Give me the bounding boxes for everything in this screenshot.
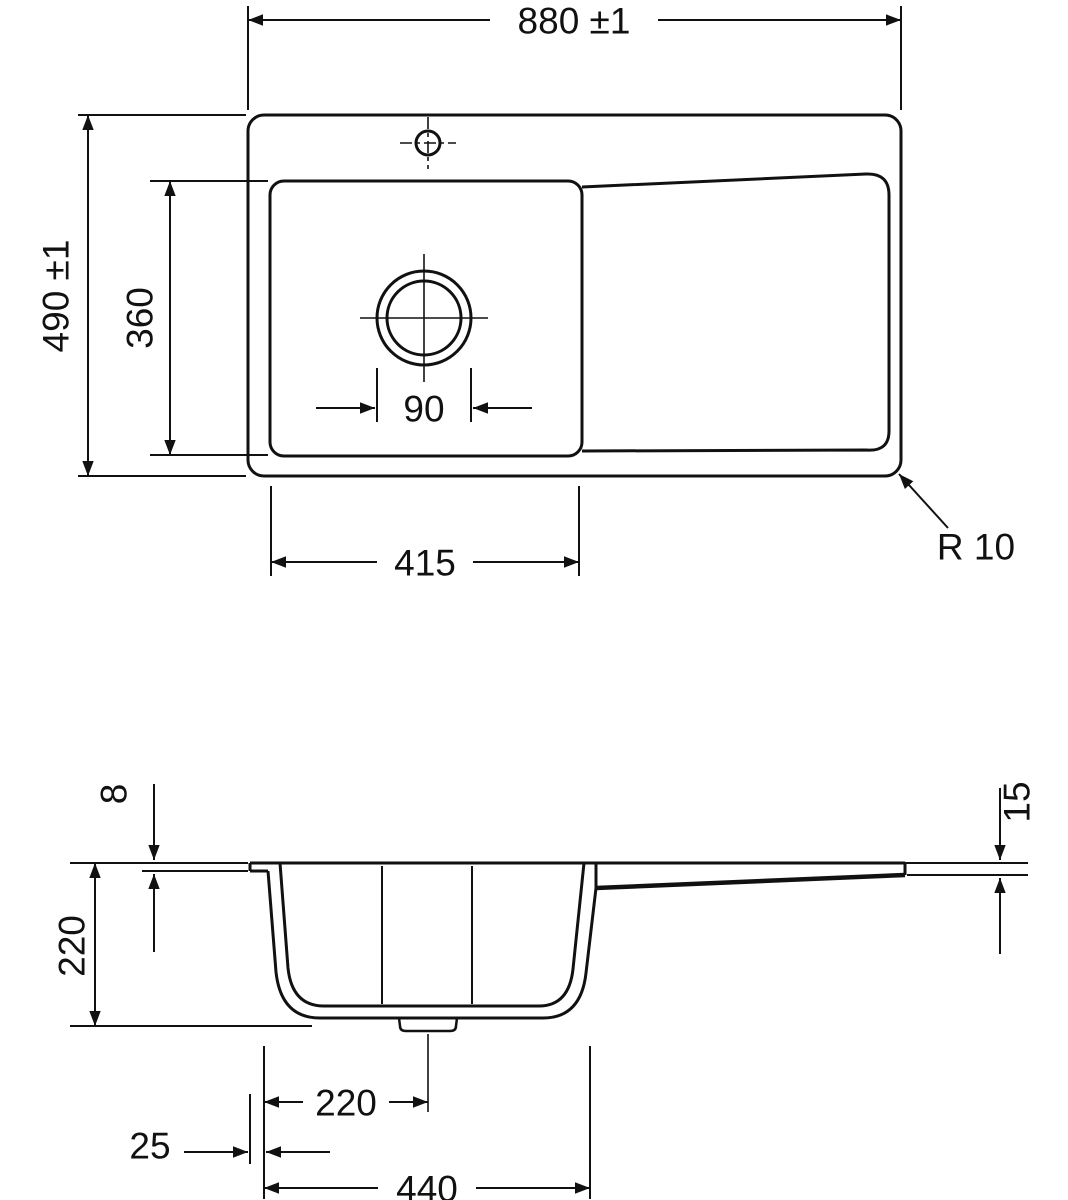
drainboard-outline — [581, 172, 891, 453]
dim-corner-radius: R 10 — [898, 473, 1015, 568]
dim-rim-height-label: 8 — [94, 784, 135, 805]
dim-overall-depth-label: 490 ±1 — [36, 240, 77, 353]
dim-drainboard-thickness: 15 — [905, 781, 1038, 954]
dim-overall-width: 880 ±1 — [247, 0, 902, 110]
dim-bowl-outer-width: 440 — [264, 1046, 591, 1200]
dim-rim-height: 8 — [94, 784, 248, 952]
dim-corner-radius-label: R 10 — [937, 527, 1015, 568]
leader-line — [898, 473, 949, 529]
dim-drain-offset: 220 — [264, 1083, 428, 1124]
label-backing — [303, 1084, 389, 1120]
dim-drainboard-thickness-label: 15 — [997, 781, 1038, 822]
sink-outer-outline — [246, 113, 903, 478]
dim-bowl-width-label: 415 — [394, 543, 456, 584]
dim-bowl-outer-width-label: 440 — [396, 1169, 458, 1200]
dim-bowl-depth-front-label: 360 — [120, 287, 161, 349]
dim-bowl-depth: 220 — [52, 862, 312, 1027]
dim-overall-depth: 490 ±1 — [36, 114, 246, 477]
bowl-outer-contour — [266, 870, 598, 1020]
dim-bowl-depth-front: 360 — [120, 180, 268, 456]
dim-drain-diameter: 90 — [316, 368, 532, 430]
drain — [360, 254, 488, 382]
drain-boss-outline — [397, 1017, 459, 1033]
dim-overall-width-label: 880 ±1 — [518, 1, 631, 42]
dim-bowl-width: 415 — [270, 486, 580, 584]
section-view: 8 15 220 25 — [52, 781, 1038, 1200]
dim-rim-overhang: 25 — [129, 1046, 330, 1199]
dim-drain-diameter-label: 90 — [403, 389, 444, 430]
dim-drain-offset-label: 220 — [315, 1083, 377, 1124]
dim-rim-overhang-label: 25 — [129, 1126, 170, 1167]
bowl-outline — [268, 179, 584, 458]
dim-bowl-depth-label: 220 — [52, 915, 93, 977]
top-view: 880 ±1 490 ±1 360 415 — [36, 0, 1015, 584]
label-backing — [377, 544, 473, 580]
bowl-inner-contour — [278, 862, 586, 1008]
label-backing — [378, 1170, 476, 1200]
faucet-hole — [400, 117, 456, 169]
drainboard-underside — [595, 872, 906, 891]
label-backing — [490, 0, 658, 40]
